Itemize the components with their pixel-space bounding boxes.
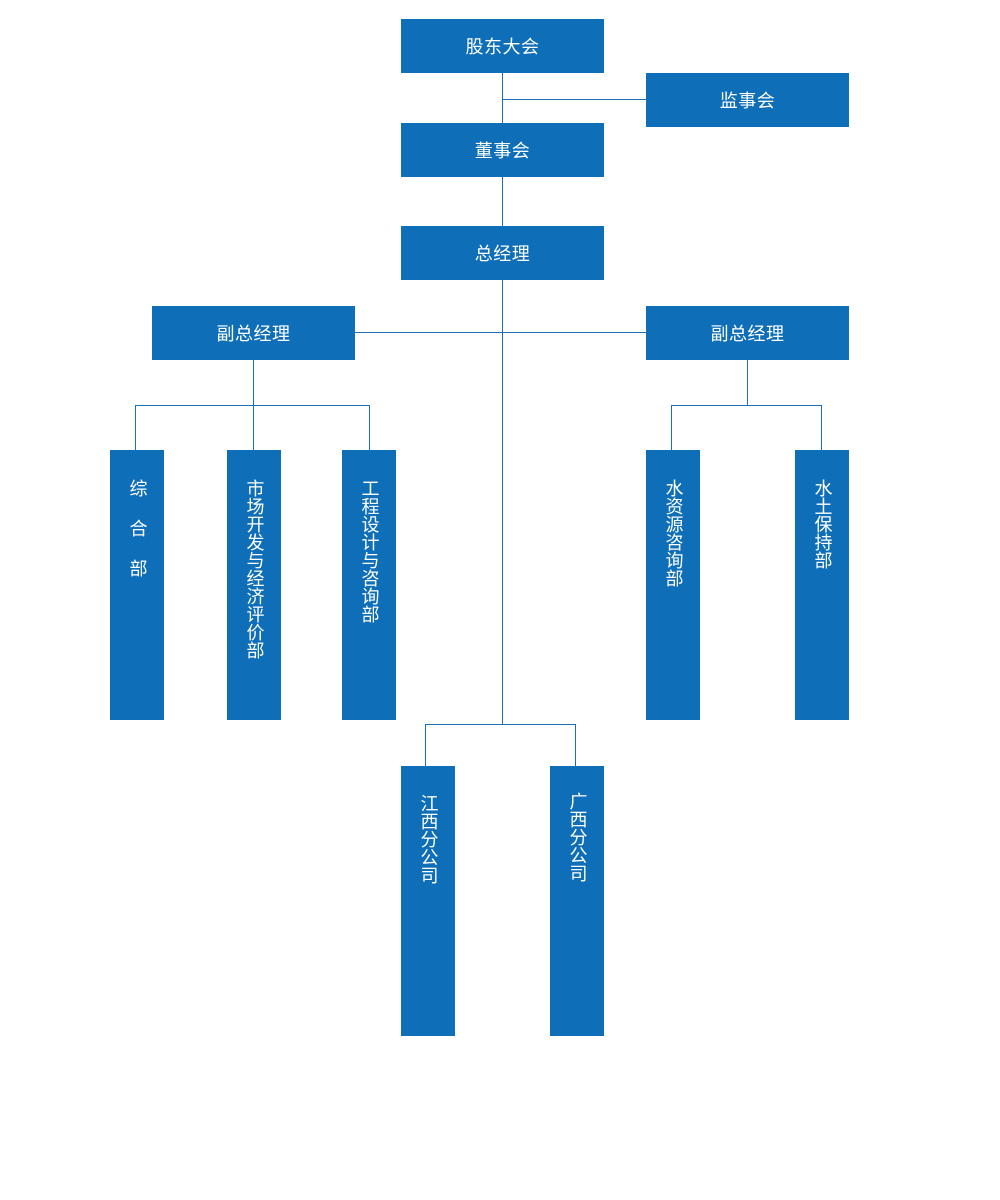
node-label: 总经理 [474,244,531,265]
connector [253,359,254,405]
connector [369,405,370,450]
node-label: 广西分公司 [566,792,588,882]
water-resources-department-node: 水资源咨询部 [646,450,700,720]
connector [354,332,646,333]
connector [425,724,576,725]
jiangxi-branch-node: 江西分公司 [401,766,455,1036]
connector [135,405,370,406]
engineering-design-department-node: 工程设计与咨询部 [342,450,396,720]
connector [502,176,503,226]
connector [821,405,822,450]
connector [502,99,646,100]
connector [135,405,136,450]
node-label: 水土保持部 [811,479,833,569]
node-label: 副总经理 [216,324,291,345]
board-of-directors-node: 董事会 [401,123,604,177]
connector [253,405,254,450]
deputy-general-manager-right-node: 副总经理 [646,306,849,360]
node-label: 监事会 [719,91,776,112]
node-label: 综合部 [126,479,148,599]
node-label: 江西分公司 [417,794,439,884]
node-label: 工程设计与咨询部 [358,479,380,623]
connector [671,405,822,406]
guangxi-branch-node: 广西分公司 [550,766,604,1036]
shareholders-meeting-node: 股东大会 [401,19,604,73]
node-label: 副总经理 [710,324,785,345]
general-manager-node: 总经理 [401,226,604,280]
connector [575,724,576,766]
node-label: 市场开发与经济评价部 [243,479,265,659]
connector [502,279,503,724]
node-label: 董事会 [474,141,531,162]
connector [671,405,672,450]
connector [747,359,748,405]
deputy-general-manager-left-node: 副总经理 [152,306,355,360]
node-label: 股东大会 [465,37,540,58]
node-label: 水资源咨询部 [662,479,684,587]
connector [502,72,503,123]
connector [425,724,426,766]
supervisory-board-node: 监事会 [646,73,849,127]
market-development-department-node: 市场开发与经济评价部 [227,450,281,720]
soil-conservation-department-node: 水土保持部 [795,450,849,720]
general-affairs-department-node: 综合部 [110,450,164,720]
